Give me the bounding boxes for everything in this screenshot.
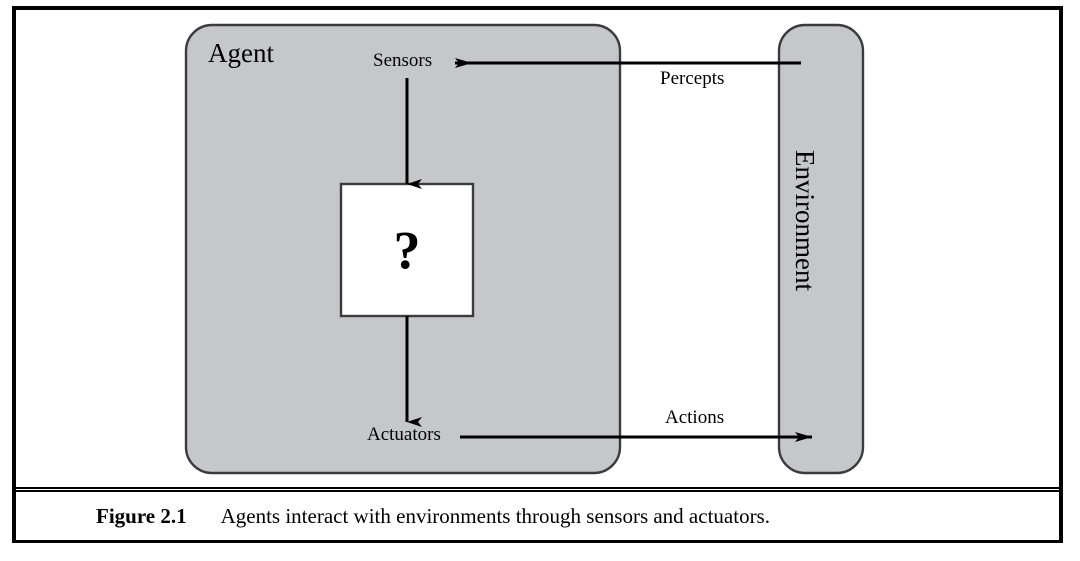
figure-caption-label: Figure 2.1 — [96, 504, 187, 528]
figure-caption: Figure 2.1 Agents interact with environm… — [16, 493, 1059, 540]
figure-outer-frame — [12, 6, 1063, 543]
actuators-label: Actuators — [367, 424, 441, 445]
agent-title: Agent — [208, 38, 274, 68]
caption-divider-rule — [15, 487, 1060, 492]
figure-caption-text: Agents interact with environments throug… — [220, 504, 770, 528]
environment-title: Environment — [790, 150, 820, 291]
agent-program-question-mark: ? — [393, 220, 421, 280]
actions-label: Actions — [665, 407, 725, 428]
percepts-label: Percepts — [660, 68, 725, 89]
sensors-label: Sensors — [373, 50, 433, 71]
